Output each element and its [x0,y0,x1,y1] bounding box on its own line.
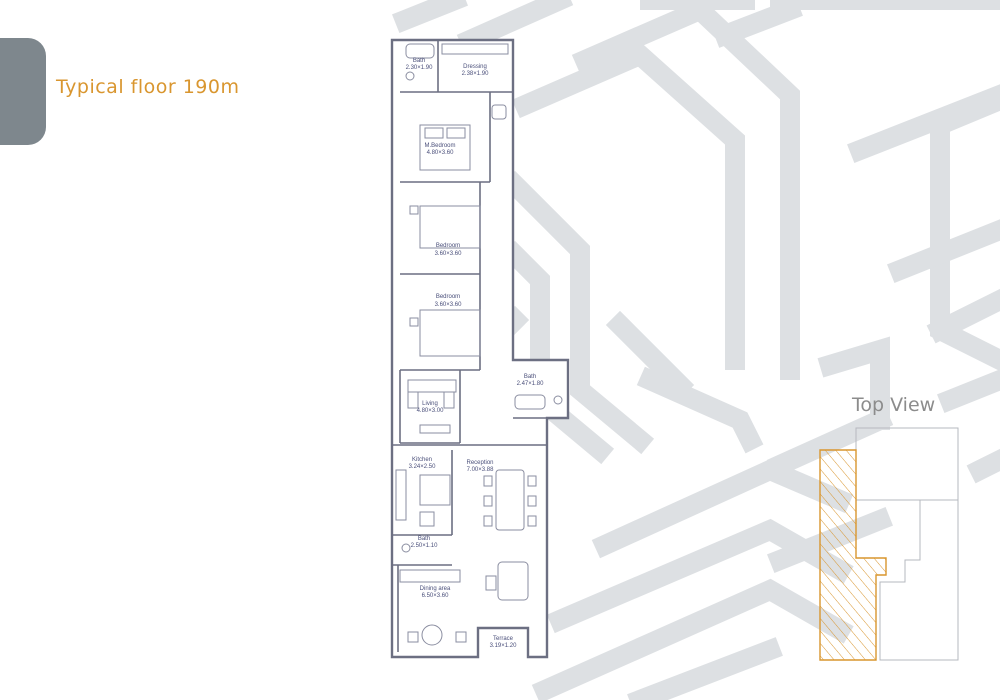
room-label: Bath [418,536,430,542]
room-label: Kitchen [412,457,432,463]
room-label: Bath [413,58,425,64]
room-size: 2.50×1.10 [411,543,439,549]
room-label: Dressing [463,64,487,70]
side-tab [0,38,46,145]
room-label: Bedroom [436,243,460,249]
room-label: Dining area [420,586,451,592]
room-size: 4.80×3.60 [427,150,455,156]
top-view-title: Top View [852,394,936,416]
room-size: 3.24×2.50 [409,464,437,470]
room-label: Terrace [493,636,514,642]
room-size: 6.50×3.60 [422,593,450,599]
room-label: Bedroom [436,294,460,300]
room-size: 2.38×1.90 [462,71,490,77]
room-size: 2.47×1.80 [517,381,545,387]
room-size: 2.30×1.90 [406,65,434,71]
floor-plan: Bath 2.30×1.90 Dressing 2.38×1.90 M.Bedr… [390,38,570,659]
room-label: Bath [524,374,536,380]
room-label: Living [422,401,438,407]
room-label: M.Bedroom [424,143,455,149]
top-view-map [819,427,959,661]
room-size: 3.19×1.20 [490,643,518,649]
page-title: Typical floor 190m [56,76,240,98]
room-size: 7.00×3.88 [467,467,495,473]
room-size: 3.60×3.60 [435,302,463,308]
room-size: 3.60×3.60 [435,251,463,257]
room-size: 4.80×3.00 [417,408,445,414]
room-label: Reception [466,460,493,466]
